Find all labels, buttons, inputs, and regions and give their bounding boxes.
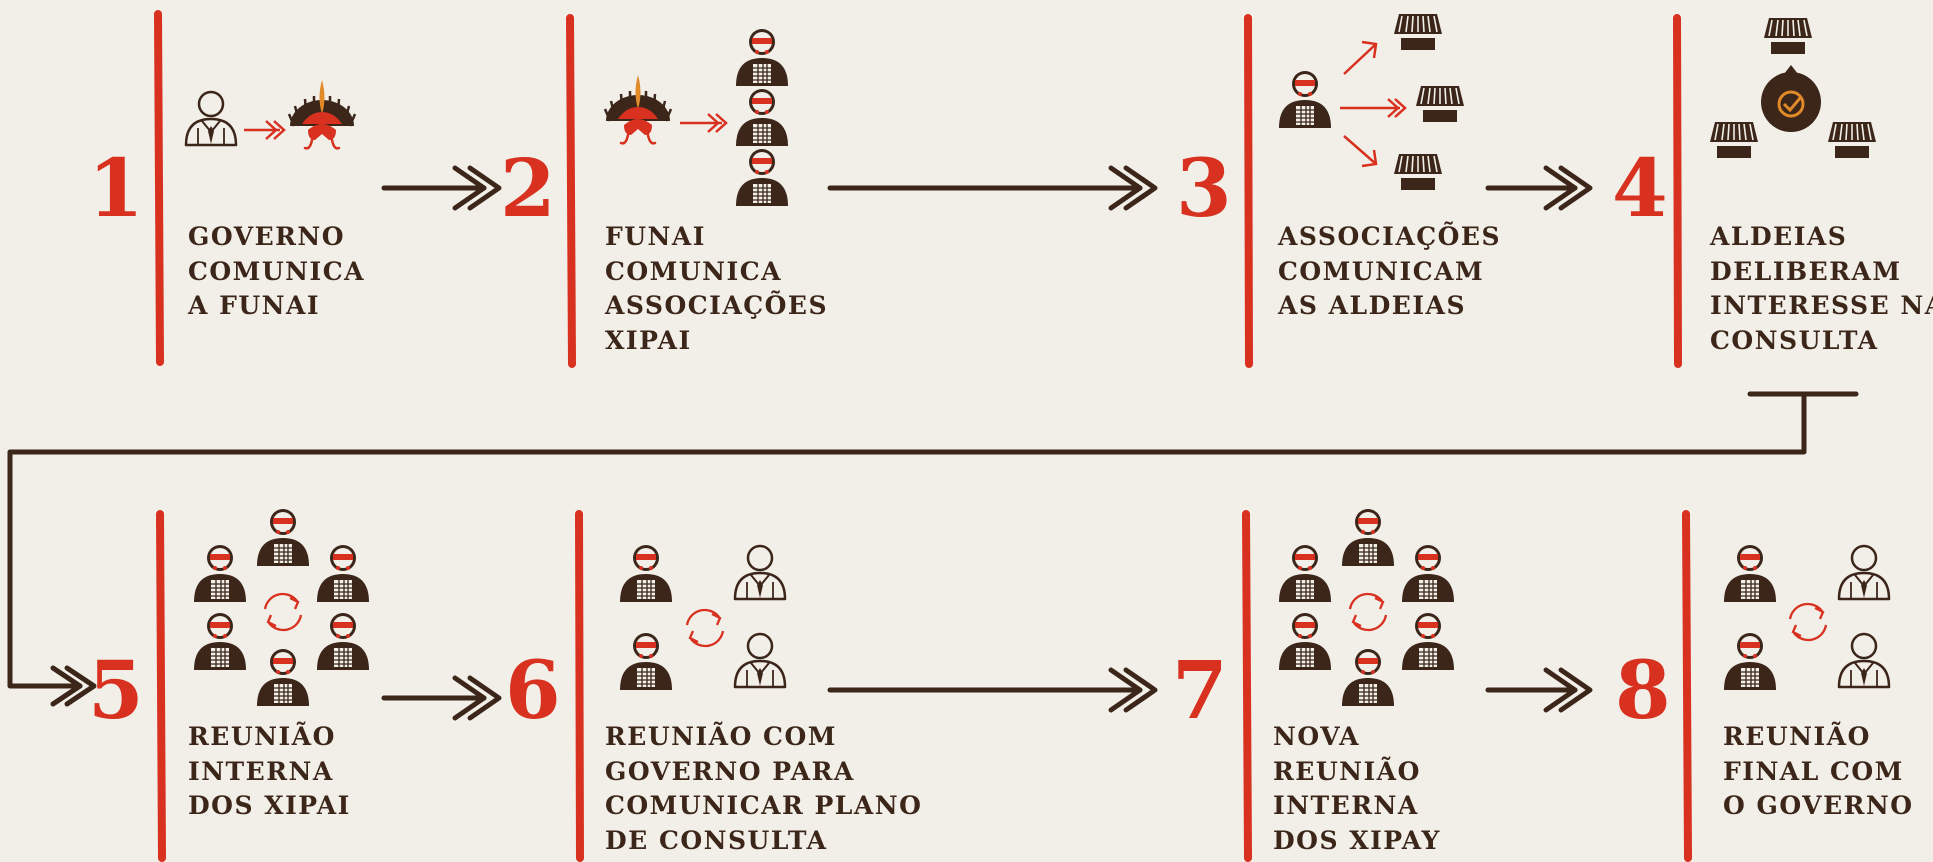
step-number-6: 6 (505, 643, 561, 737)
step-number-1: 1 (88, 141, 144, 235)
indigenous-person-icon (1723, 632, 1777, 691)
step-number-8: 8 (1615, 643, 1671, 737)
cycle-arrows-icon (1788, 602, 1828, 642)
step-8-icons (1723, 544, 1891, 691)
step-label-6: REUNIÃO COM GOVERNO PARA COMUNICAR PLANO… (605, 722, 923, 855)
indigenous-person-icon (1278, 70, 1332, 129)
step-7-icons (1278, 508, 1455, 707)
connector-arrow-2-3 (827, 165, 1158, 211)
cycle-arrows-icon (685, 608, 725, 648)
step-number-3: 3 (1176, 141, 1232, 235)
step-2-icons (603, 28, 789, 207)
connector-line-4-5 (7, 391, 1859, 707)
arrow-icon (680, 113, 728, 133)
village-house-icon (1393, 13, 1443, 51)
government-person-icon (733, 632, 787, 689)
separator-3 (1244, 14, 1253, 368)
indigenous-person-icon (316, 544, 370, 603)
separator-7 (1242, 510, 1252, 862)
indigenous-person-icon (735, 148, 789, 207)
step-label-8: REUNIÃO FINAL COM O GOVERNO (1723, 722, 1914, 820)
village-house-icon (1415, 85, 1465, 123)
arrow-icon (244, 120, 286, 140)
step-label-2: FUNAI COMUNICA ASSOCIAÇÕES XIPAI (605, 222, 829, 355)
indigenous-person-icon (619, 632, 673, 691)
step-label-7: NOVA REUNIÃO INTERNA DOS XIPAY (1273, 722, 1441, 855)
step-label-3: ASSOCIAÇÕES COMUNICAM AS ALDEIAS (1278, 222, 1502, 320)
indigenous-person-icon (316, 612, 370, 671)
government-person-icon (733, 544, 787, 601)
funai-headdress-icon (287, 78, 357, 150)
separator-2 (566, 14, 576, 368)
step-number-2: 2 (500, 141, 556, 235)
step-6-icons (619, 544, 787, 691)
indigenous-person-icon (1278, 544, 1332, 603)
indigenous-person-icon (735, 28, 789, 87)
separator-1 (154, 10, 164, 366)
indigenous-person-icon (735, 88, 789, 147)
step-3-icons (1278, 13, 1465, 191)
indigenous-person-icon (1341, 648, 1395, 707)
red-separators (154, 10, 1692, 862)
indigenous-person-icon (256, 648, 310, 707)
government-person-icon (184, 90, 238, 147)
connector-arrow-1-2 (381, 165, 502, 211)
cycle-arrows-icon (263, 592, 303, 632)
step-label-4: ALDEIAS DELIBERAM INTERESSE NA CONSULTA (1710, 222, 1933, 355)
check-badge-icon (1761, 65, 1821, 132)
indigenous-person-icon (256, 508, 310, 567)
indigenous-person-icon (1278, 612, 1332, 671)
village-house-icon (1709, 121, 1759, 159)
indigenous-person-icon (1341, 508, 1395, 567)
step-label-1: GOVERNO COMUNICA A FUNAI (188, 222, 365, 320)
indigenous-person-icon (619, 544, 673, 603)
connector-arrow-3-4 (1485, 165, 1593, 211)
indigenous-person-icon (1401, 544, 1455, 603)
arrow-icon (1340, 40, 1407, 168)
village-house-icon (1763, 17, 1813, 55)
connector-arrow-7-8 (1485, 667, 1593, 713)
separator-6 (575, 510, 584, 862)
step-5-icons (193, 508, 370, 707)
indigenous-person-icon (193, 612, 247, 671)
indigenous-person-icon (193, 544, 247, 603)
indigenous-person-icon (1723, 544, 1777, 603)
funai-headdress-icon (603, 73, 673, 145)
connector-arrow-6-7 (827, 667, 1158, 713)
connectors (7, 165, 1859, 721)
step-1-icons (184, 78, 357, 150)
step-number-7: 7 (1172, 643, 1228, 737)
government-person-icon (1837, 632, 1891, 689)
separator-5 (156, 510, 166, 862)
cycle-arrows-icon (1348, 592, 1388, 632)
separator-8 (1682, 510, 1692, 862)
government-person-icon (1837, 544, 1891, 601)
village-house-icon (1827, 121, 1877, 159)
step-number-4: 4 (1612, 141, 1668, 235)
connector-arrow-5-6 (381, 675, 502, 721)
indigenous-person-icon (1401, 612, 1455, 671)
step-number-5: 5 (88, 643, 144, 737)
step-4-icons (1709, 17, 1877, 159)
step-label-5: REUNIÃO INTERNA DOS XIPAI (188, 722, 351, 820)
village-house-icon (1393, 153, 1443, 191)
separator-4 (1673, 14, 1682, 368)
